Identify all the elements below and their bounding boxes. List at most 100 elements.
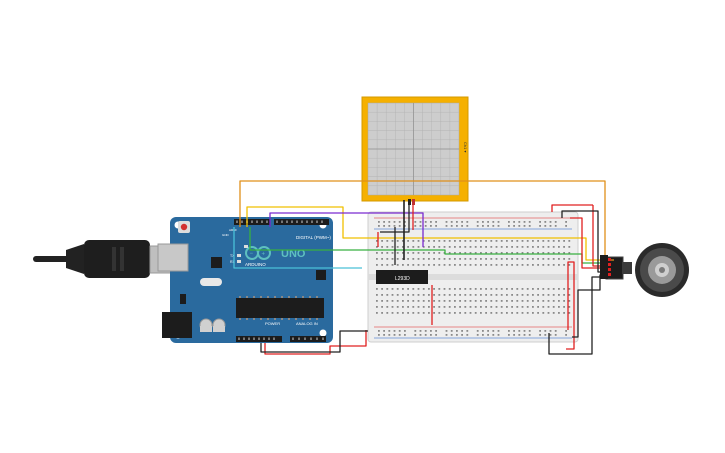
breadboard-hole[interactable] <box>378 334 380 336</box>
breadboard-hole[interactable] <box>469 252 472 254</box>
breadboard-hole[interactable] <box>516 240 519 242</box>
breadboard-hole[interactable] <box>445 330 448 332</box>
breadboard-hole[interactable] <box>376 288 378 290</box>
breadboard-hole[interactable] <box>485 306 487 308</box>
breadboard-hole[interactable] <box>450 221 453 223</box>
usb-cable-icon[interactable] <box>33 240 185 278</box>
breadboard-hole[interactable] <box>376 300 378 302</box>
breadboard-hole[interactable] <box>480 288 482 290</box>
breadboard-hole[interactable] <box>521 300 524 302</box>
breadboard-hole[interactable] <box>495 258 498 260</box>
breadboard-hole[interactable] <box>474 300 477 302</box>
breadboard-hole[interactable] <box>393 221 396 223</box>
breadboard-hole[interactable] <box>456 334 458 336</box>
breadboard-hole[interactable] <box>469 300 472 302</box>
breadboard-hole[interactable] <box>500 306 503 308</box>
breadboard-hole[interactable] <box>469 294 472 296</box>
breadboard-hole[interactable] <box>490 306 493 308</box>
breadboard-hole[interactable] <box>526 312 529 314</box>
breadboard-hole[interactable] <box>393 225 396 227</box>
breadboard-hole[interactable] <box>476 221 479 223</box>
breadboard-hole[interactable] <box>376 264 378 266</box>
breadboard-hole[interactable] <box>404 221 406 223</box>
breadboard-hole[interactable] <box>396 264 399 266</box>
breadboard-hole[interactable] <box>532 288 534 290</box>
arduino-uno-board[interactable]: DIGITAL (PWM~) AREF GND − + UNO ARDUINO … <box>157 217 333 343</box>
breadboard-hole[interactable] <box>407 264 409 266</box>
breadboard-hole[interactable] <box>528 225 531 227</box>
breadboard-hole[interactable] <box>547 306 550 308</box>
breadboard-hole[interactable] <box>422 306 425 308</box>
breadboard-hole[interactable] <box>552 264 555 266</box>
breadboard-hole[interactable] <box>485 240 487 242</box>
breadboard-hole[interactable] <box>526 264 529 266</box>
breadboard-hole[interactable] <box>386 258 389 260</box>
breadboard-hole[interactable] <box>407 312 409 314</box>
breadboard-hole[interactable] <box>537 240 539 242</box>
breadboard-hole[interactable] <box>461 334 463 336</box>
breadboard-hole[interactable] <box>402 306 404 308</box>
breadboard-hole[interactable] <box>511 288 513 290</box>
breadboard-hole[interactable] <box>532 240 534 242</box>
breadboard-hole[interactable] <box>532 312 534 314</box>
breadboard-hole[interactable] <box>417 288 420 290</box>
breadboard-hole[interactable] <box>511 258 513 260</box>
breadboard-hole[interactable] <box>482 225 484 227</box>
breadboard-hole[interactable] <box>461 221 463 223</box>
breadboard-hole[interactable] <box>497 330 500 332</box>
breadboard-hole[interactable] <box>454 252 456 254</box>
breadboard-hole[interactable] <box>456 225 458 227</box>
breadboard-hole[interactable] <box>391 312 394 314</box>
breadboard-hole[interactable] <box>448 288 451 290</box>
breadboard-hole[interactable] <box>454 240 456 242</box>
breadboard-hole[interactable] <box>521 252 524 254</box>
breadboard-hole[interactable] <box>547 258 550 260</box>
breadboard-hole[interactable] <box>542 288 545 290</box>
breadboard-hole[interactable] <box>558 300 560 302</box>
breadboard-hole[interactable] <box>537 264 539 266</box>
oscilloscope[interactable]: Ch1 ▾ <box>361 96 469 205</box>
breadboard-hole[interactable] <box>391 294 394 296</box>
breadboard-hole[interactable] <box>563 312 565 314</box>
breadboard-hole[interactable] <box>396 246 399 248</box>
breadboard-hole[interactable] <box>554 221 557 223</box>
breadboard-hole[interactable] <box>518 221 521 223</box>
breadboard-hole[interactable] <box>459 252 461 254</box>
breadboard-hole[interactable] <box>485 294 487 296</box>
breadboard-hole[interactable] <box>448 300 451 302</box>
breadboard-hole[interactable] <box>554 225 557 227</box>
breadboard-hole[interactable] <box>469 288 472 290</box>
breadboard-hole[interactable] <box>521 246 524 248</box>
breadboard-hole[interactable] <box>376 294 378 296</box>
scope-probe-neg[interactable] <box>408 199 411 205</box>
breadboard-hole[interactable] <box>450 225 453 227</box>
breadboard-hole[interactable] <box>506 306 508 308</box>
breadboard-hole[interactable] <box>378 330 380 332</box>
breadboard-hole[interactable] <box>396 294 399 296</box>
breadboard-hole[interactable] <box>480 312 482 314</box>
breadboard-hole[interactable] <box>438 264 441 266</box>
breadboard-hole[interactable] <box>539 330 541 332</box>
breadboard-hole[interactable] <box>459 258 461 260</box>
breadboard-hole[interactable] <box>378 221 380 223</box>
breadboard-hole[interactable] <box>412 240 415 242</box>
breadboard-hole[interactable] <box>456 330 458 332</box>
breadboard-hole[interactable] <box>552 252 555 254</box>
breadboard-hole[interactable] <box>454 306 456 308</box>
breadboard-hole[interactable] <box>521 258 524 260</box>
breadboard-hole[interactable] <box>459 246 461 248</box>
breadboard-hole[interactable] <box>443 306 446 308</box>
breadboard-hole[interactable] <box>558 264 560 266</box>
breadboard-hole[interactable] <box>485 300 487 302</box>
breadboard-hole[interactable] <box>554 330 557 332</box>
breadboard-hole[interactable] <box>537 306 539 308</box>
breadboard-hole[interactable] <box>516 252 519 254</box>
breadboard-hole[interactable] <box>495 288 498 290</box>
breadboard-hole[interactable] <box>404 330 406 332</box>
breadboard-hole[interactable] <box>456 221 458 223</box>
breadboard-hole[interactable] <box>549 221 552 223</box>
breadboard-hole[interactable] <box>568 312 571 314</box>
breadboard-hole[interactable] <box>500 252 503 254</box>
breadboard-hole[interactable] <box>474 294 477 296</box>
breadboard-hole[interactable] <box>552 312 555 314</box>
